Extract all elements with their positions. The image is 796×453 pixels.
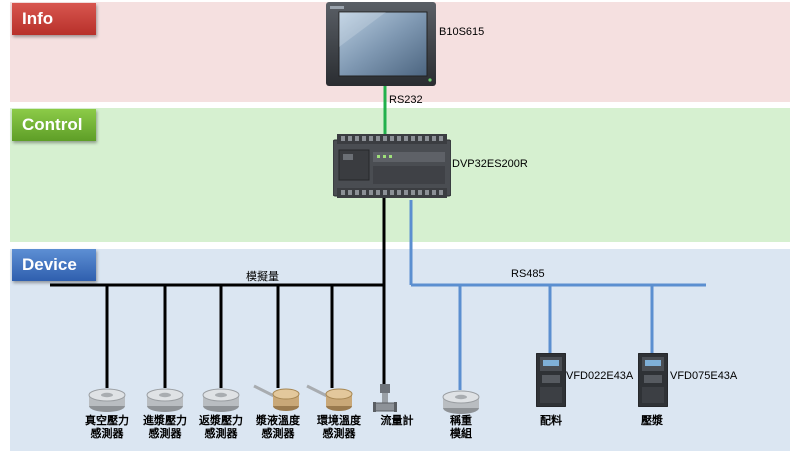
- sensor-label: 環境溫度感測器: [317, 415, 361, 440]
- sensor-label: 漿液溫度感測器: [256, 415, 300, 440]
- hmi-model-label: B10S615: [439, 26, 485, 38]
- weighing-module-label: 稱重模組: [450, 415, 472, 440]
- sensor-label: 流量計: [380, 415, 414, 427]
- vfd1-function-label: 配料: [540, 415, 562, 427]
- sensor-label: 進漿壓力感測器: [143, 415, 187, 440]
- hmi-panel-icon: [326, 2, 436, 86]
- plc-icon: [333, 134, 451, 198]
- temperature-probe-icon: [306, 384, 353, 411]
- plc-model-label: DVP32ES200R: [452, 158, 528, 170]
- analog-bus-label: 模擬量: [246, 271, 279, 283]
- load-cell-icon: [88, 388, 126, 412]
- vfd2-function-label: 壓漿: [641, 415, 663, 427]
- vfd2-model-label: VFD075E43A: [670, 370, 738, 382]
- rs232-label: RS232: [389, 94, 423, 106]
- load-cell-icon: [202, 388, 240, 412]
- device-layer-tag: Device: [12, 249, 96, 281]
- load-cell-icon: [146, 388, 184, 412]
- flowmeter-icon: [373, 384, 397, 412]
- device-layer-band: [10, 249, 790, 451]
- temperature-probe-icon: [253, 384, 300, 411]
- sensor-label: 返漿壓力感測器: [199, 415, 243, 440]
- vfd1-model-label: VFD022E43A: [566, 370, 634, 382]
- rs485-bus-label: RS485: [511, 268, 545, 280]
- vfd-drive-icon: [536, 353, 566, 407]
- weighing-module-icon: [442, 390, 480, 414]
- sensor-label: 真空壓力感測器: [85, 415, 129, 440]
- info-layer-tag: Info: [12, 3, 96, 35]
- control-layer-tag: Control: [12, 109, 96, 141]
- vfd-drive-icon: [638, 353, 668, 407]
